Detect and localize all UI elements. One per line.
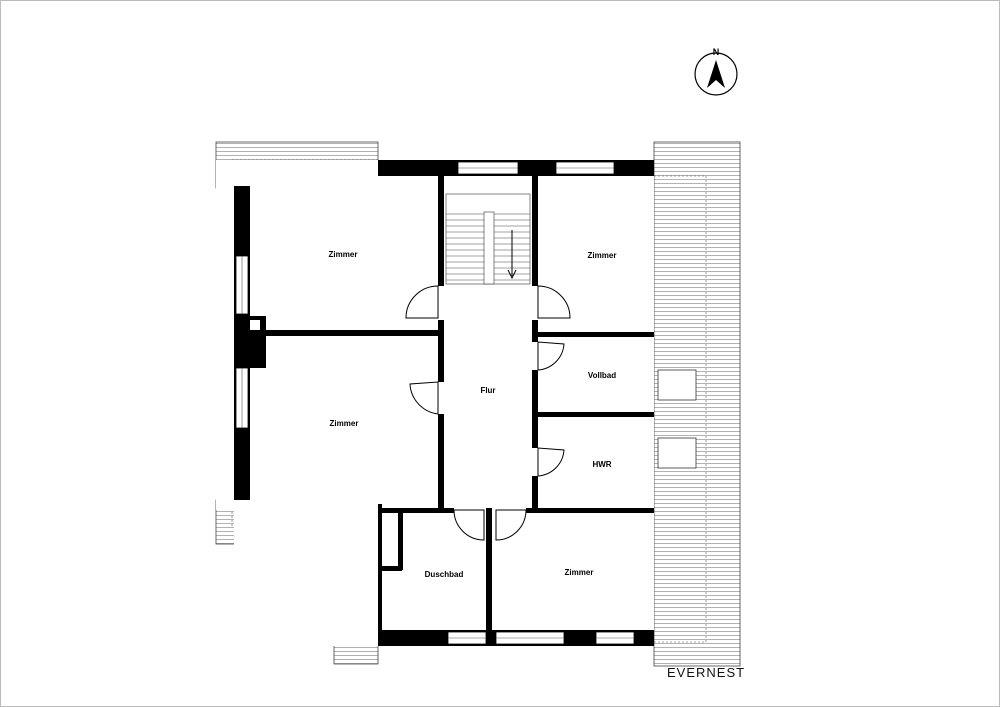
windows: [235, 161, 635, 645]
room-label-zimmer-nw: Zimmer: [329, 250, 358, 259]
room-label-vollbad: Vollbad: [588, 371, 616, 380]
north-arrow-icon: N: [694, 47, 738, 96]
roof-right: [653, 141, 741, 667]
door-vollbad: [537, 341, 565, 371]
skylight: [657, 437, 697, 469]
door-duschbad: [453, 509, 485, 541]
room-label-zimmer-ne: Zimmer: [588, 251, 617, 260]
door-zimmer-w: [409, 381, 439, 415]
room-labels: Zimmer Zimmer Zimmer Flur Vollbad HWR Du…: [329, 250, 617, 579]
compass-label: N: [713, 47, 720, 57]
room-label-zimmer-s: Zimmer: [565, 568, 594, 577]
door-hwr: [537, 447, 565, 477]
doors: [405, 285, 571, 541]
room-label-flur: Flur: [480, 386, 495, 395]
room-label-hwr: HWR: [592, 460, 611, 469]
door-zimmer-ne: [537, 285, 571, 319]
room-label-duschbad: Duschbad: [425, 570, 464, 579]
door-zimmer-s: [495, 509, 527, 541]
skylight: [657, 369, 697, 401]
staircase: [445, 193, 531, 285]
brand-logo: EVERNEST: [667, 665, 745, 680]
interior-walls: [234, 176, 654, 646]
door-zimmer-nw: [405, 285, 439, 319]
room-label-zimmer-w: Zimmer: [330, 419, 359, 428]
